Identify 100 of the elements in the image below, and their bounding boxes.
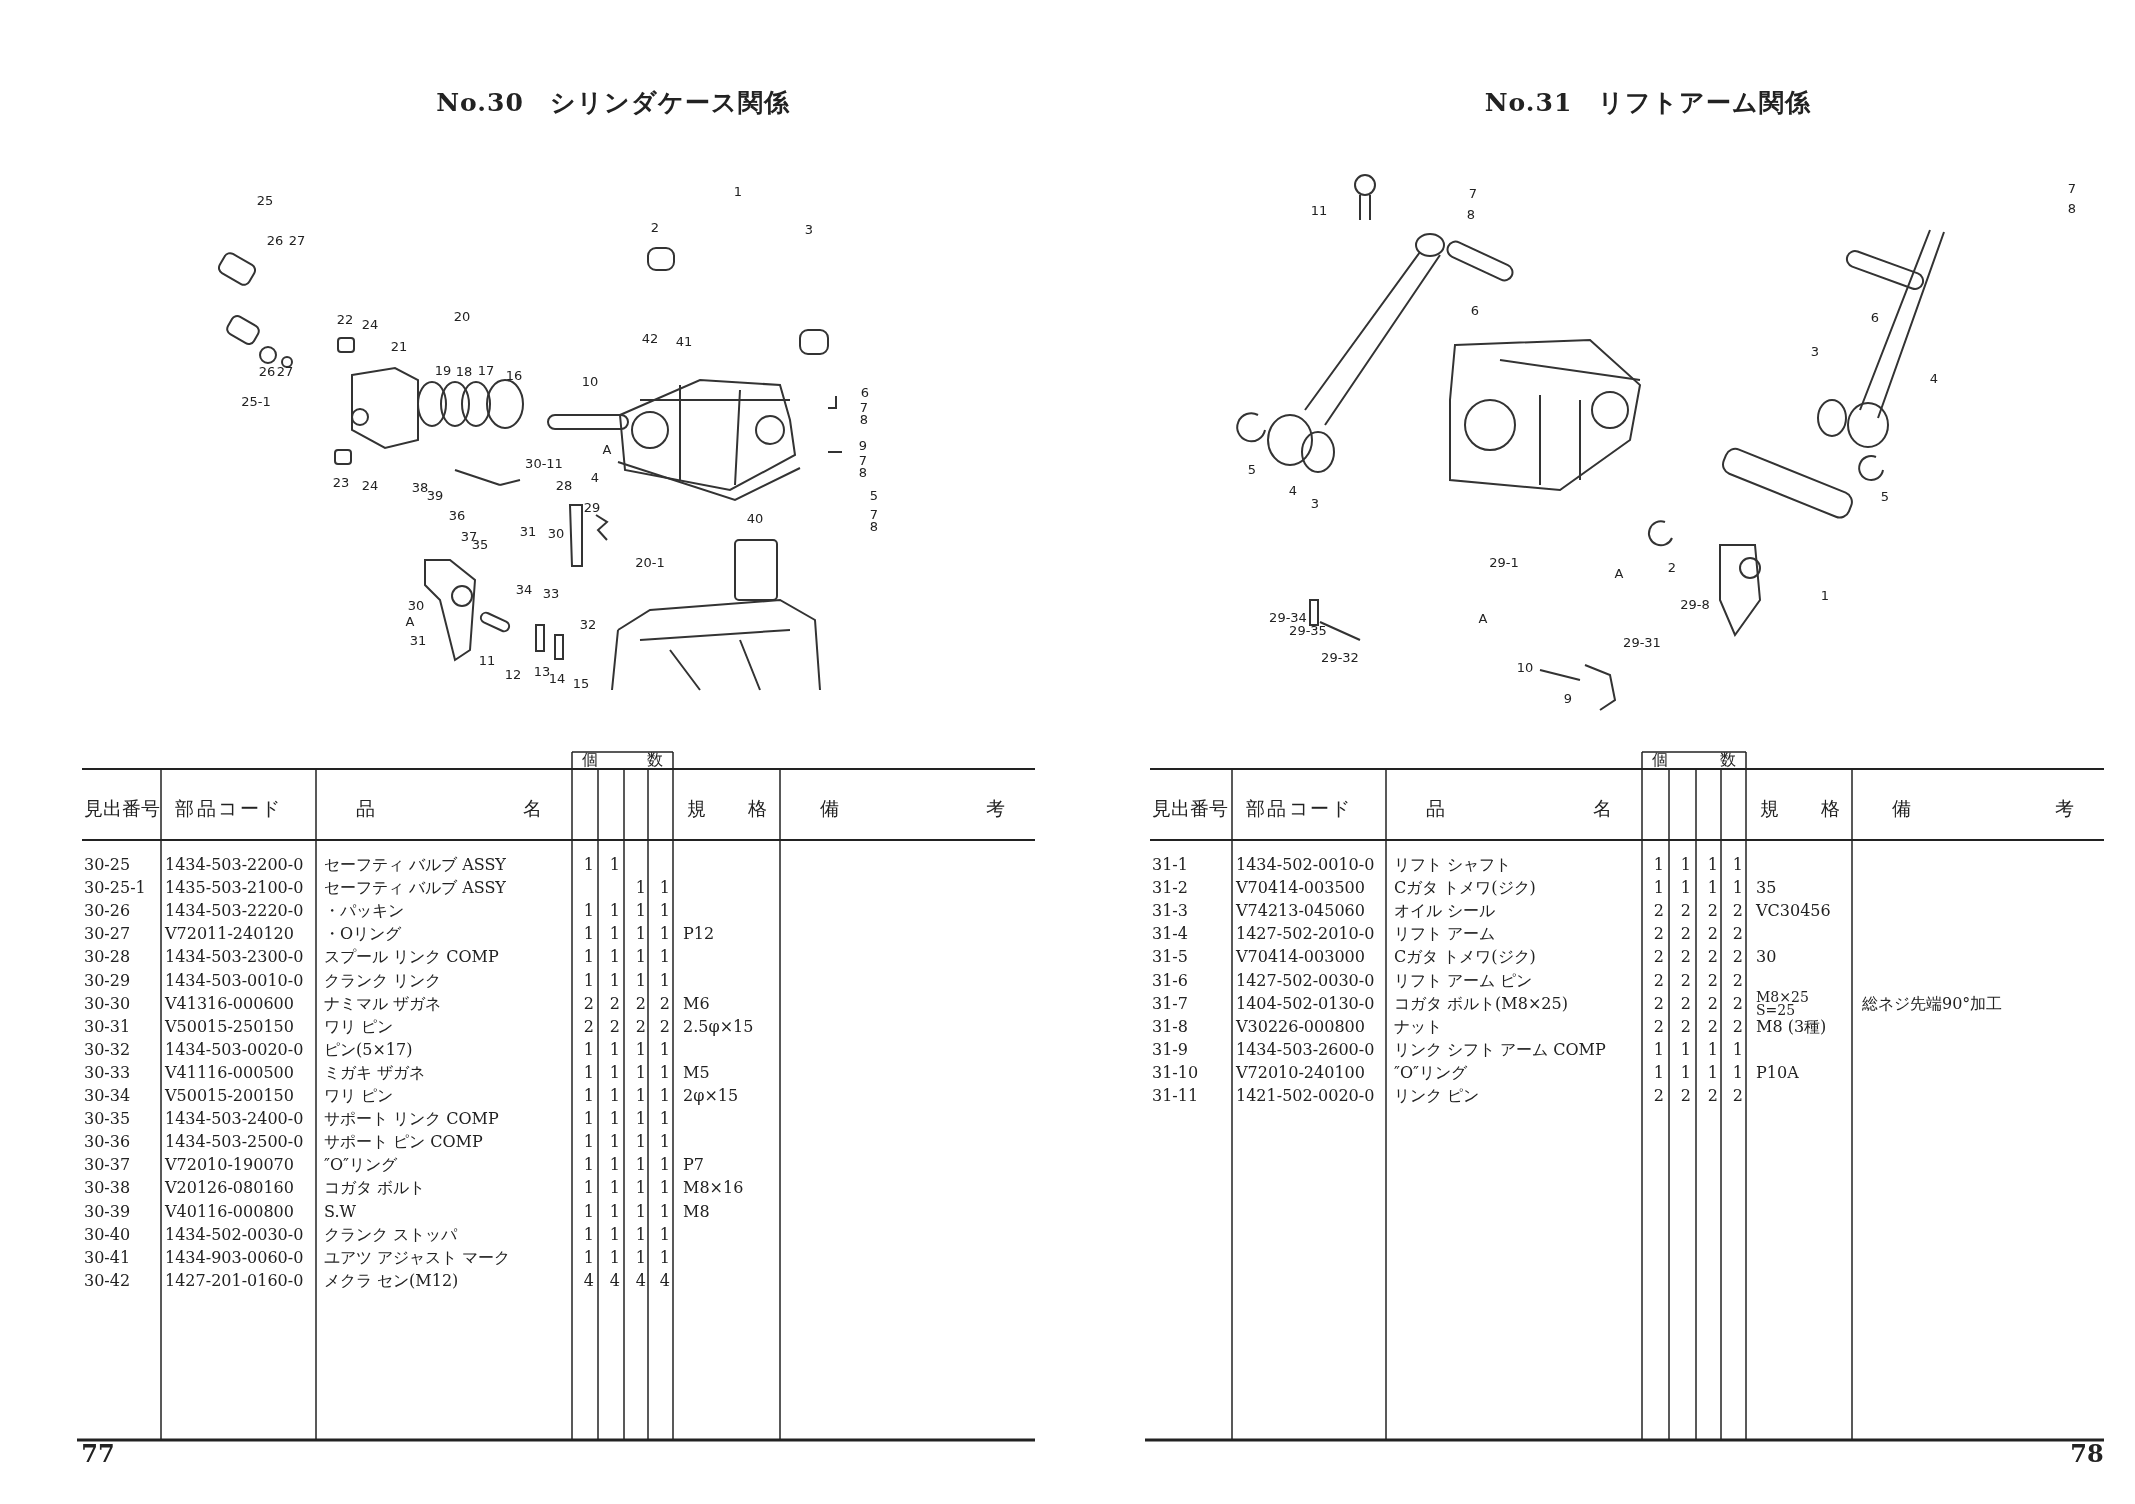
quantity: 2 (1652, 949, 1664, 966)
quantity: 2 (1706, 1088, 1718, 1104)
part-code: V50015-250150 (165, 1018, 294, 1035)
quantity: 1 (634, 1041, 646, 1058)
item-number: 31-10 (1152, 1064, 1199, 1081)
part-code: 1427-201-0160-0 (165, 1272, 304, 1289)
quantity: 1 (608, 857, 620, 873)
item-number: 30-25-1 (84, 880, 146, 897)
quantity: 2 (608, 1018, 620, 1035)
callout-number: 29-8 (1680, 597, 1710, 611)
quantity: 2 (1679, 903, 1691, 920)
callout-number: 22 (336, 312, 354, 326)
quantity: 2 (1652, 903, 1664, 920)
quantity: 2 (1652, 995, 1664, 1012)
callout-number: 1 (733, 184, 743, 198)
quantity: 1 (1706, 1064, 1718, 1081)
callout-number: 8 (858, 465, 868, 479)
quantity: 2 (1679, 995, 1691, 1012)
part-code: 1434-503-2400-0 (165, 1111, 304, 1128)
specification: P12 (683, 926, 715, 943)
callout-number: 10 (1516, 660, 1534, 674)
quantity: 1 (608, 949, 620, 966)
quantity: 1 (582, 1180, 594, 1197)
callout-number: 8 (859, 412, 869, 426)
part-name: ワリ ピン (324, 1088, 394, 1104)
specification: M8×25 S=25 (1756, 990, 1810, 1017)
quantity: 1 (658, 1088, 670, 1104)
callout-number: A (1478, 611, 1488, 625)
item-number: 30-36 (84, 1134, 131, 1151)
callout-number: 34 (515, 582, 533, 596)
quantity: 4 (658, 1272, 670, 1289)
callout-number: 30 (407, 598, 425, 612)
callout-number: 20 (453, 309, 471, 323)
part-name: スプール リンク COMP (324, 949, 499, 966)
item-number: 30-25 (84, 857, 131, 873)
callout-number: 23 (332, 475, 350, 489)
item-number: 31-5 (1152, 949, 1188, 966)
quantity: 1 (658, 1203, 670, 1220)
quantity: 1 (608, 1088, 620, 1104)
specification: 30 (1756, 949, 1777, 966)
part-code: V72011-240120 (165, 926, 294, 943)
part-code: 1427-502-2010-0 (1236, 926, 1375, 943)
quantity: 2 (658, 1018, 670, 1035)
quantity: 1 (608, 1180, 620, 1197)
quantity: 1 (1679, 880, 1691, 897)
quantity: 2 (634, 995, 646, 1012)
part-name: リンク シフト アーム COMP (1394, 1041, 1606, 1058)
quantity: 4 (608, 1272, 620, 1289)
quantity: 1 (582, 1041, 594, 1058)
callout-number: 7 (859, 400, 869, 414)
quantity: 2 (1731, 926, 1743, 943)
quantity: 1 (608, 972, 620, 989)
callout-number: 1 (1820, 588, 1830, 602)
quantity: 1 (1679, 1041, 1691, 1058)
part-name: ″O″リング (324, 1157, 398, 1174)
column-header: 見出番号 (1152, 798, 1228, 818)
quantity: 1 (634, 1180, 646, 1197)
callout-number: 30 (547, 526, 565, 540)
item-number: 31-4 (1152, 926, 1188, 943)
part-code: 1434-503-2600-0 (1236, 1041, 1375, 1058)
part-name: リンク ピン (1394, 1088, 1480, 1104)
part-name: コガタ ボルト(M8×25) (1394, 995, 1568, 1012)
part-code: 1434-503-2200-0 (165, 857, 304, 873)
item-number: 30-33 (84, 1064, 131, 1081)
quantity: 1 (608, 1226, 620, 1243)
quantity: 2 (634, 1018, 646, 1035)
part-name: セーフティ バルブ ASSY (324, 880, 506, 897)
quantity: 2 (1679, 949, 1691, 966)
callout-number: 3 (1310, 496, 1320, 510)
callout-number: 11 (1310, 203, 1328, 217)
item-number: 30-32 (84, 1041, 131, 1058)
column-header: 備考 (820, 798, 1005, 818)
quantity: 1 (608, 1041, 620, 1058)
part-name: クランク リンク (324, 972, 442, 989)
callout-number: 25-1 (241, 394, 271, 408)
column-header: 部品コード (1246, 798, 1350, 818)
callout-number: 2 (1667, 560, 1677, 574)
callout-number: 2 (650, 220, 660, 234)
part-name: リフト アーム (1394, 926, 1496, 943)
callout-number: 40 (746, 511, 764, 525)
quantity: 1 (634, 1134, 646, 1151)
remark: 総ネジ先端90°加工 (1862, 995, 2003, 1012)
part-code: V41316-000600 (165, 995, 294, 1012)
callout-number: 27 (288, 233, 306, 247)
quantity: 1 (1652, 880, 1664, 897)
part-name: クランク ストッパ (324, 1226, 458, 1243)
quantity: 1 (658, 1226, 670, 1243)
specification: M8×16 (683, 1180, 744, 1197)
part-code: 1404-502-0130-0 (1236, 995, 1375, 1012)
callout-number: 27 (276, 364, 294, 378)
column-header: 規格 (687, 798, 767, 818)
quantity: 1 (634, 972, 646, 989)
part-name: ワリ ピン (324, 1018, 394, 1035)
quantity: 2 (658, 995, 670, 1012)
callout-number: 7 (858, 453, 868, 467)
quantity: 2 (1706, 926, 1718, 943)
specification: VC30456 (1756, 903, 1831, 920)
part-name: ナット (1394, 1018, 1442, 1035)
page-number: 78 (2070, 1442, 2104, 1466)
callout-number: 42 (641, 331, 659, 345)
